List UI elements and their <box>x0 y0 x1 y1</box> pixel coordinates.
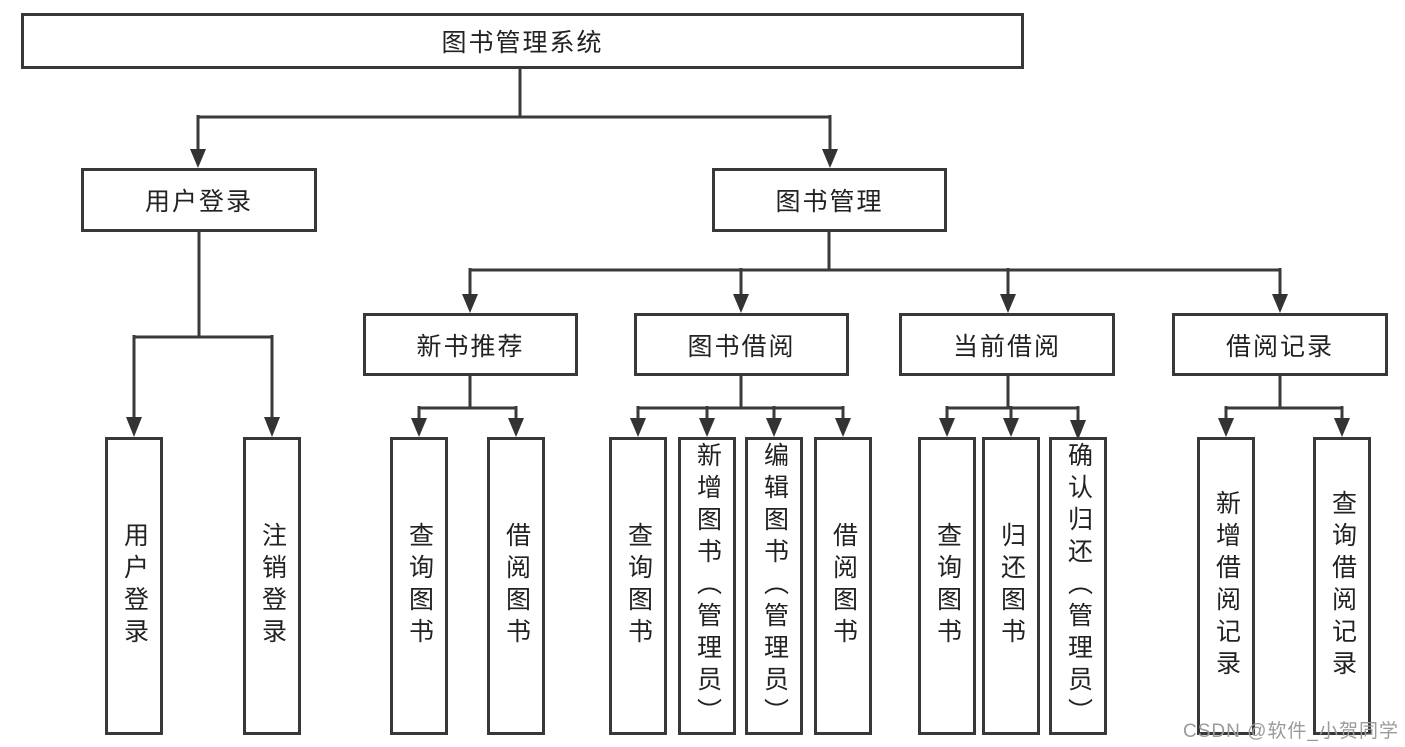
leaf-borrow-borrow-books: 借阅图书 <box>814 437 872 735</box>
leaf-label: 新增图书（管理员） <box>693 442 722 730</box>
arrowhead <box>835 418 851 437</box>
leaf-label: 借阅图书 <box>502 522 531 650</box>
leaf-current-return-books: 归还图书 <box>982 437 1040 735</box>
arrowhead <box>630 418 646 437</box>
arrowhead <box>699 418 715 437</box>
arrowhead <box>939 418 955 437</box>
leaf-logout: 注销登录 <box>243 437 301 735</box>
connector-new-book-split <box>411 376 524 437</box>
connector-borrow-records-split <box>1218 376 1350 437</box>
leaf-label: 新增借阅记录 <box>1212 490 1241 682</box>
node-root-library-system: 图书管理系统 <box>21 13 1024 69</box>
leaf-label: 查询图书 <box>933 522 962 650</box>
leaf-newbook-query-books: 查询图书 <box>390 437 448 735</box>
arrowhead <box>1334 418 1350 437</box>
leaf-label: 编辑图书（管理员） <box>760 442 789 730</box>
node-book-management: 图书管理 <box>712 168 947 232</box>
leaf-newbook-borrow-books: 借阅图书 <box>487 437 545 735</box>
leaf-current-query-books: 查询图书 <box>918 437 976 735</box>
node-user-login: 用户登录 <box>81 168 317 232</box>
node-new-book-recommend: 新书推荐 <box>363 313 578 376</box>
node-label: 借阅记录 <box>1225 332 1334 361</box>
node-label: 用户登录 <box>144 188 253 216</box>
leaf-label: 用户登录 <box>120 522 149 650</box>
leaf-label: 查询借阅记录 <box>1328 490 1357 682</box>
arrowhead <box>1218 418 1234 437</box>
arrowhead <box>1000 294 1016 313</box>
arrowhead <box>462 294 478 313</box>
node-label: 新书推荐 <box>416 332 525 361</box>
arrowhead <box>733 294 749 313</box>
arrowhead <box>190 149 206 168</box>
arrowhead <box>1272 294 1288 313</box>
leaf-current-confirm-return-admin: 确认归还（管理员） <box>1049 437 1107 735</box>
leaf-label: 借阅图书 <box>829 522 858 650</box>
arrowhead <box>126 417 142 437</box>
connector-current-borrow-split <box>939 376 1086 440</box>
arrowhead <box>766 418 782 437</box>
leaf-label: 查询图书 <box>405 522 434 650</box>
leaf-user-login: 用户登录 <box>105 437 163 735</box>
connector-book-borrow-split <box>630 376 851 437</box>
leaf-borrow-edit-books-admin: 编辑图书（管理员） <box>745 437 803 735</box>
leaf-borrow-add-books-admin: 新增图书（管理员） <box>678 437 736 735</box>
node-current-borrow: 当前借阅 <box>899 313 1115 376</box>
node-book-borrow: 图书借阅 <box>634 313 849 376</box>
leaf-label: 注销登录 <box>258 522 287 650</box>
csdn-watermark: CSDN @软件_小贺同学 <box>1183 721 1399 742</box>
arrowhead <box>508 418 524 437</box>
arrowhead <box>822 149 838 168</box>
leaf-label: 确认归还（管理员） <box>1064 442 1093 730</box>
leaf-label: 查询图书 <box>624 522 653 650</box>
node-label: 图书借阅 <box>687 332 796 361</box>
leaf-records-add-borrow-record: 新增借阅记录 <box>1197 437 1255 735</box>
node-label: 图书管理系统 <box>441 29 604 57</box>
node-borrow-records: 借阅记录 <box>1172 313 1388 376</box>
arrowhead <box>411 418 427 437</box>
connector-book-management-split <box>462 232 1288 313</box>
leaf-records-query-borrow-record: 查询借阅记录 <box>1313 437 1371 735</box>
node-label: 图书管理 <box>775 188 884 216</box>
node-label: 当前借阅 <box>952 332 1061 361</box>
connector-root-split <box>190 69 838 168</box>
leaf-label: 归还图书 <box>997 522 1026 650</box>
connector-user-login-split <box>126 232 280 437</box>
leaf-borrow-query-books: 查询图书 <box>609 437 667 735</box>
arrowhead <box>1003 418 1019 437</box>
arrowhead <box>264 417 280 437</box>
